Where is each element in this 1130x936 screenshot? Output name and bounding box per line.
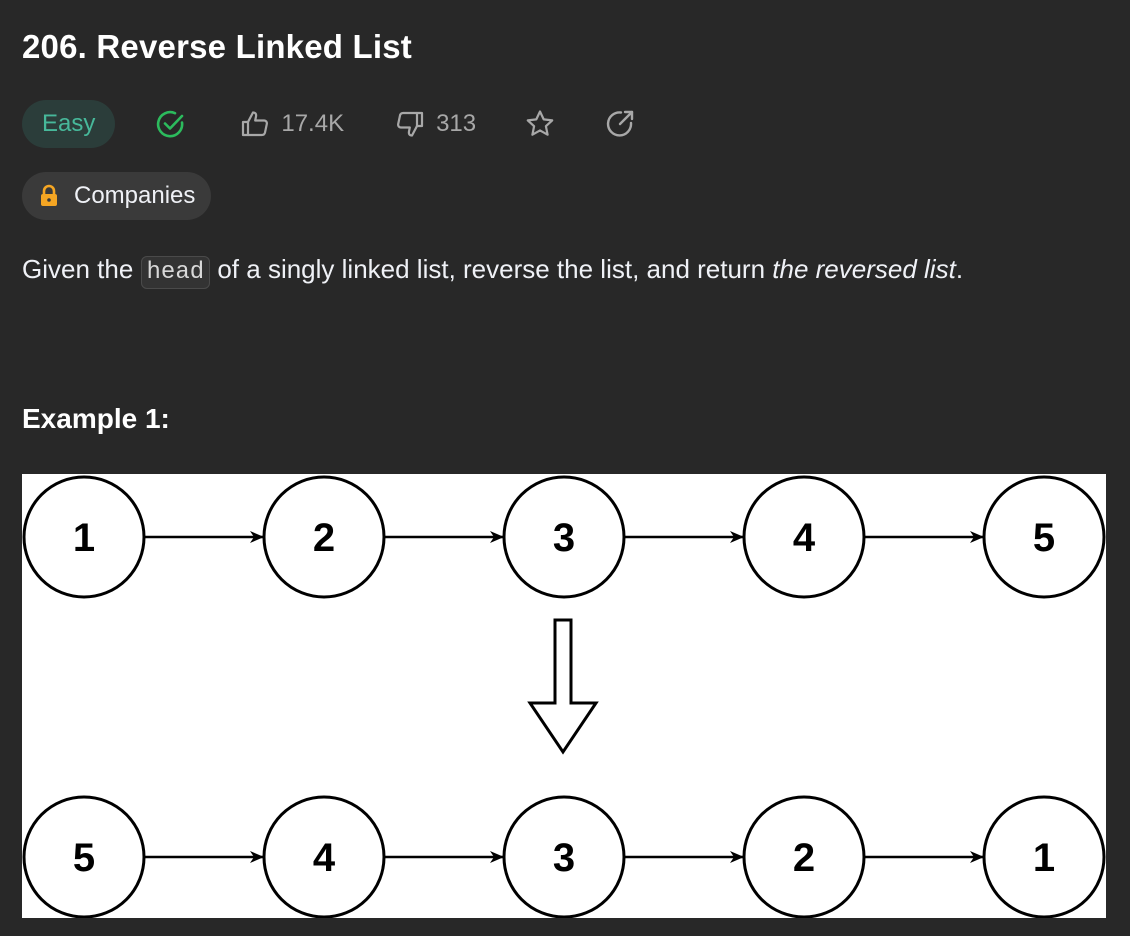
list-node-value: 2 bbox=[793, 836, 815, 880]
example-diagram: 1 2 3 4 5 5 4 3 2 1 bbox=[22, 474, 1106, 918]
description-text: of a singly linked list, reverse the lis… bbox=[210, 254, 773, 284]
like-button[interactable]: 17.4K bbox=[239, 108, 344, 140]
list-node bbox=[262, 795, 386, 918]
list-node bbox=[262, 475, 386, 599]
difficulty-badge: Easy bbox=[22, 100, 116, 148]
problem-title: 206. Reverse Linked List bbox=[22, 28, 412, 65]
star-icon bbox=[526, 110, 554, 136]
solved-icon bbox=[155, 108, 187, 140]
list-node-value: 5 bbox=[73, 836, 95, 880]
description-text: Given the bbox=[22, 254, 141, 284]
list-node-value: 3 bbox=[553, 516, 575, 560]
list-node bbox=[982, 795, 1106, 918]
like-count: 17.4K bbox=[281, 110, 345, 137]
list-node-value: 5 bbox=[1033, 516, 1055, 560]
thumbs-down-icon bbox=[397, 111, 424, 137]
list-node bbox=[742, 795, 866, 918]
list-node bbox=[742, 475, 866, 599]
share-button[interactable] bbox=[604, 108, 636, 140]
problem-meta-row: Easy 17.4K 313 bbox=[22, 100, 636, 148]
list-node bbox=[22, 795, 146, 918]
inline-code: head bbox=[140, 256, 211, 289]
share-icon bbox=[606, 110, 634, 137]
lock-icon bbox=[38, 184, 60, 208]
input-linked-list: 1 2 3 4 5 bbox=[22, 475, 1106, 599]
list-node bbox=[982, 475, 1106, 599]
list-node-value: 2 bbox=[313, 516, 335, 560]
output-linked-list: 5 4 3 2 1 bbox=[22, 795, 1106, 918]
problem-description: Given the head of a singly linked list, … bbox=[22, 254, 964, 289]
list-node-value: 1 bbox=[73, 516, 95, 560]
list-node bbox=[502, 475, 626, 599]
list-node-value: 4 bbox=[313, 836, 336, 880]
companies-label: Companies bbox=[74, 182, 196, 209]
description-text: . bbox=[955, 254, 964, 284]
down-arrow-icon bbox=[527, 618, 599, 755]
list-node-value: 3 bbox=[553, 836, 575, 880]
list-node-value: 1 bbox=[1033, 836, 1055, 880]
list-node bbox=[502, 795, 626, 918]
thumbs-up-icon bbox=[242, 111, 269, 137]
description-emphasis: the reversed list bbox=[772, 254, 956, 284]
example-heading: Example 1: bbox=[22, 403, 170, 434]
list-node bbox=[22, 475, 146, 599]
favorite-button[interactable] bbox=[524, 108, 556, 140]
companies-button[interactable]: Companies bbox=[22, 172, 212, 220]
dislike-count: 313 bbox=[436, 110, 477, 137]
list-node-value: 4 bbox=[793, 516, 816, 560]
dislike-button[interactable]: 313 bbox=[394, 108, 476, 140]
